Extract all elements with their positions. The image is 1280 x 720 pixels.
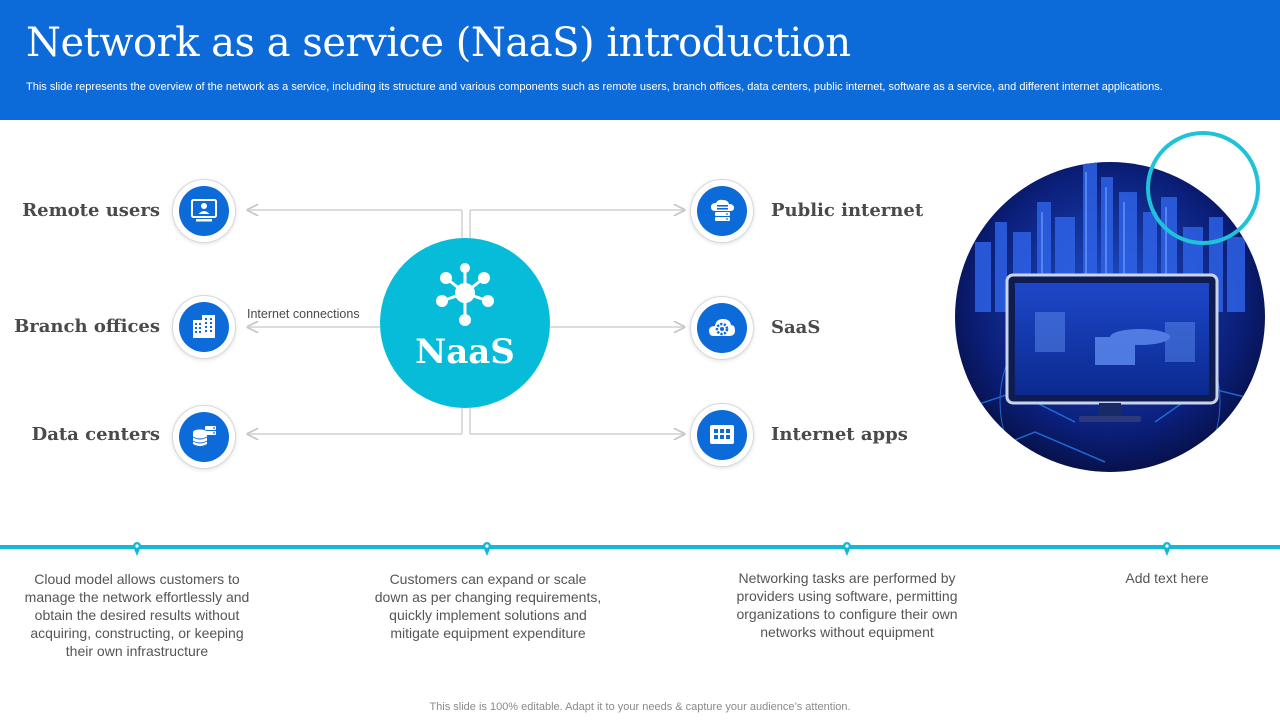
data-centers-label: Data centers bbox=[31, 424, 160, 445]
timeline-text-1: Cloud model allows customers to manage t… bbox=[24, 571, 250, 659]
timeline-text-4: Add text here bbox=[1125, 570, 1209, 586]
internet-connections-label: Internet connections bbox=[247, 307, 360, 321]
cloud-gear-icon bbox=[709, 319, 735, 336]
internet-apps-node bbox=[690, 403, 754, 467]
public-internet-node bbox=[690, 179, 754, 243]
header-banner: Network as a service (NaaS) introduction… bbox=[0, 0, 1280, 120]
public-internet-label: Public internet bbox=[771, 200, 924, 221]
naas-hub: NaaS bbox=[380, 238, 550, 408]
branch-offices-label: Branch offices bbox=[14, 316, 160, 337]
remote-user-monitor-icon bbox=[191, 199, 217, 222]
network-nodes-icon bbox=[436, 263, 494, 326]
page-title: Network as a service (NaaS) introduction bbox=[26, 20, 851, 66]
cloud-server-icon bbox=[711, 199, 734, 221]
naas-label: NaaS bbox=[415, 332, 515, 372]
timeline-marker-icon bbox=[1163, 542, 1171, 556]
office-building-icon bbox=[193, 315, 215, 338]
data-centers-node bbox=[172, 405, 236, 469]
footer-note: This slide is 100% editable. Adapt it to… bbox=[429, 701, 851, 713]
timeline-bar bbox=[0, 545, 1280, 549]
decorative-ring bbox=[1146, 131, 1260, 245]
saas-node bbox=[690, 296, 754, 360]
branch-offices-node bbox=[172, 295, 236, 359]
remote-users-label: Remote users bbox=[22, 200, 160, 221]
internet-apps-label: Internet apps bbox=[771, 424, 908, 445]
page-subtitle: This slide represents the overview of th… bbox=[26, 81, 1163, 93]
timeline-marker-icon bbox=[843, 542, 851, 556]
timeline-marker-icon bbox=[483, 542, 491, 556]
database-server-icon bbox=[192, 426, 216, 446]
remote-users-node bbox=[172, 179, 236, 243]
timeline-text-2: Customers can expand or scale down as pe… bbox=[374, 571, 602, 641]
timeline-text-3: Networking tasks are performed by provid… bbox=[736, 570, 958, 640]
app-grid-icon bbox=[710, 425, 734, 444]
saas-label: SaaS bbox=[771, 317, 821, 338]
timeline-marker-icon bbox=[133, 542, 141, 556]
